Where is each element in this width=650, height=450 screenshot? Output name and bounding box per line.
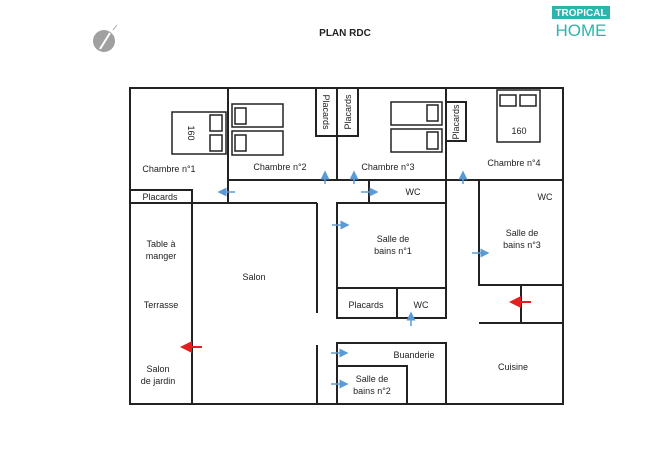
label-salon-jardin: de jardin xyxy=(141,376,176,386)
svg-text:TROPICAL: TROPICAL xyxy=(555,8,606,19)
label-placards: Placards xyxy=(343,94,353,130)
beds-chambre2 xyxy=(231,103,284,156)
label-buanderie: Buanderie xyxy=(393,350,434,360)
label-salon: Salon xyxy=(242,272,265,282)
label-wc: WC xyxy=(406,187,421,197)
page-title: PLAN RDC xyxy=(319,28,371,39)
label-placards: Placards xyxy=(142,192,178,202)
label-table: Table à xyxy=(146,239,175,249)
label-cuisine: Cuisine xyxy=(498,362,528,372)
room-labels: Chambre n°1 Chambre n°2 Chambre n°3 Cham… xyxy=(141,94,553,396)
label-wc: WC xyxy=(538,192,553,202)
label-chambre1: Chambre n°1 xyxy=(142,164,195,174)
bed-chambre4: 160 xyxy=(496,89,541,143)
label-sdb1: Salle de xyxy=(377,234,410,244)
label-sdb2: bains n°2 xyxy=(353,386,391,396)
svg-text:160: 160 xyxy=(186,125,196,140)
label-chambre3: Chambre n°3 xyxy=(361,162,414,172)
label-placards: Placards xyxy=(451,104,461,140)
label-sdb2: Salle de xyxy=(356,374,389,384)
door-arrows xyxy=(180,170,531,389)
label-sdb1: bains n°1 xyxy=(374,246,412,256)
svg-text:HOME: HOME xyxy=(556,21,607,40)
label-chambre4: Chambre n°4 xyxy=(487,158,540,168)
svg-text:160: 160 xyxy=(511,126,526,136)
label-wc: WC xyxy=(414,300,429,310)
label-placards: Placards xyxy=(321,94,331,130)
label-salon-jardin: Salon xyxy=(146,364,169,374)
label-chambre2: Chambre n°2 xyxy=(253,162,306,172)
label-terrasse: Terrasse xyxy=(144,300,179,310)
beds-chambre3 xyxy=(390,101,443,153)
walls xyxy=(129,87,564,405)
tropical-home-logo: TROPICAL HOME xyxy=(552,6,610,40)
label-sdb3: bains n°3 xyxy=(503,240,541,250)
compass-icon xyxy=(93,24,118,52)
label-placards: Placards xyxy=(348,300,384,310)
label-sdb3: Salle de xyxy=(506,228,539,238)
label-table: manger xyxy=(146,251,177,261)
bed-chambre1: 160 xyxy=(171,111,227,155)
